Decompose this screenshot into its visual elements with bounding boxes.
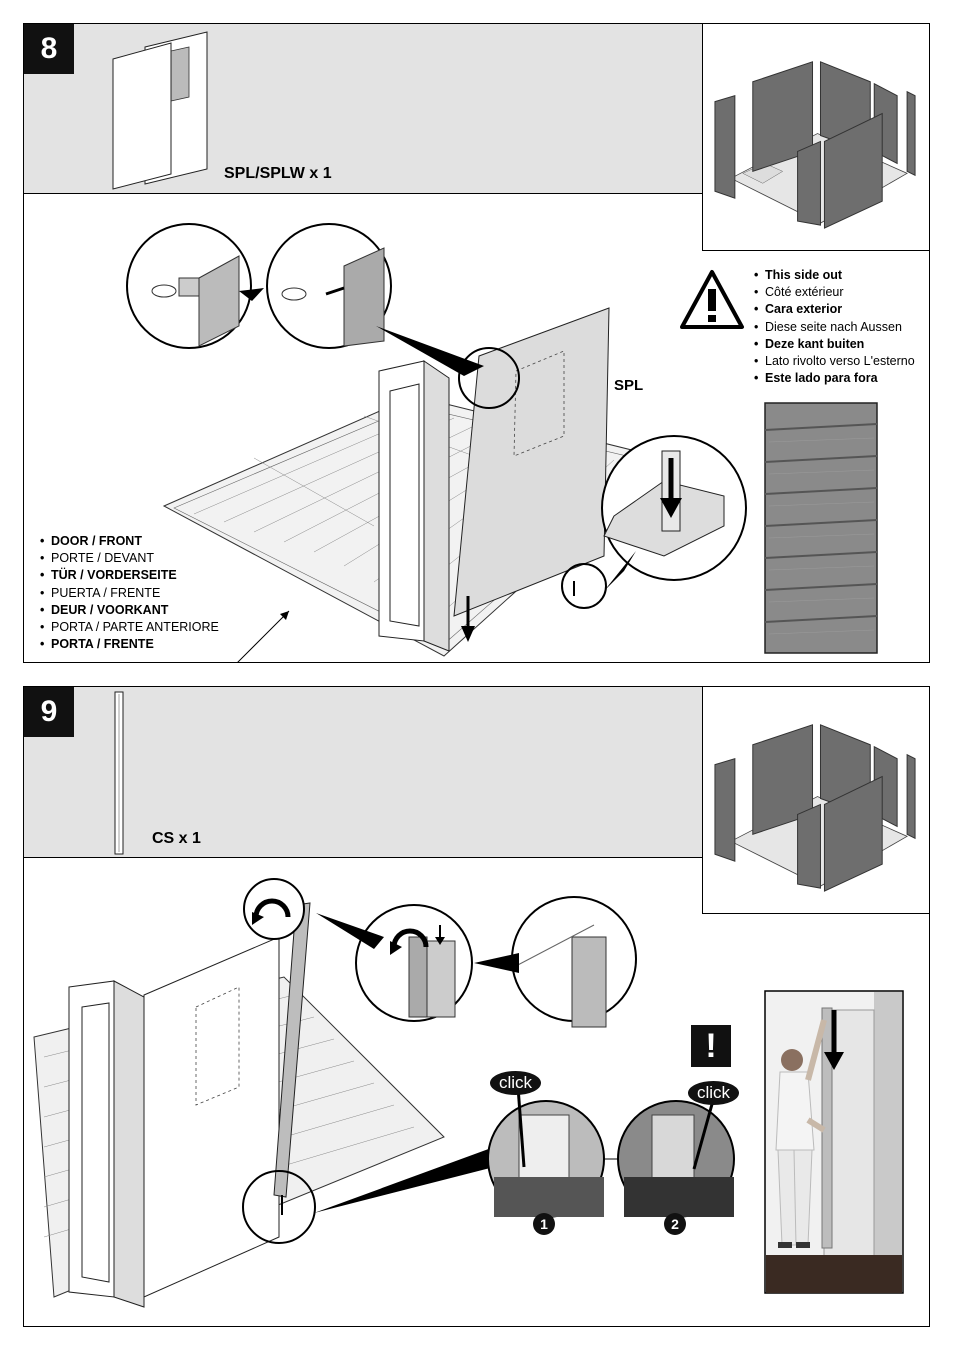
step-9-number: 9 (24, 687, 74, 737)
this-side-out-list: This side outCôté extérieurCara exterior… (754, 267, 915, 388)
detail-number-2: 2 (664, 1213, 686, 1235)
warning-text-item: Lato rivolto verso L'esterno (754, 353, 915, 370)
installation-photo (764, 990, 904, 1294)
door-front-text-item: PORTE / DEVANT (40, 550, 219, 567)
door-front-text-item: PORTA / PARTE ANTERIORE (40, 619, 219, 636)
warning-text-item: Deze kant buiten (754, 336, 915, 353)
warning-text-item: Cara exterior (754, 301, 915, 318)
step-8-number: 8 (24, 24, 74, 74)
step-9-overview-thumbnail (702, 687, 929, 914)
step-8-overview-thumbnail (702, 24, 929, 251)
step-8-panel: 8 SPL/SPLW x 1 This side outCôté extérie… (23, 23, 930, 663)
step-8-part-label: SPL/SPLW x 1 (224, 165, 332, 182)
warning-text-item: Este lado para fora (754, 370, 915, 387)
cs-connector-part-illustration (114, 691, 124, 855)
door-front-list: DOOR / FRONTPORTE / DEVANTTÜR / VORDERSE… (40, 533, 219, 654)
click-label-2: click (688, 1081, 740, 1105)
spl-panel-part-illustration (112, 31, 208, 190)
warning-triangle-icon (680, 270, 744, 329)
warning-text-item: Côté extérieur (754, 284, 915, 301)
spl-label: SPL (614, 377, 644, 394)
detail-number-1: 1 (533, 1213, 555, 1235)
exterior-wood-texture-sample (764, 402, 878, 654)
shed-progress-illustration (714, 61, 916, 229)
door-front-text-item: PORTA / FRENTE (40, 636, 219, 653)
door-front-text-item: DOOR / FRONT (40, 533, 219, 550)
door-front-text-item: TÜR / VORDERSEITE (40, 567, 219, 584)
door-front-text-item: PUERTA / FRENTE (40, 585, 219, 602)
warning-text-item: This side out (754, 267, 915, 284)
warning-text-item: Diese seite nach Aussen (754, 319, 915, 336)
step-9-part-label: CS x 1 (152, 830, 201, 847)
shed-progress-illustration (714, 724, 916, 892)
step-9-header: 9 CS x 1 (24, 687, 704, 858)
click-label-1: click (490, 1071, 542, 1095)
attention-icon: ! (691, 1025, 731, 1067)
step-9-panel: 9 CS x 1 (23, 686, 930, 1327)
door-front-text-item: DEUR / VOORKANT (40, 602, 219, 619)
step-8-header: 8 SPL/SPLW x 1 (24, 24, 704, 194)
step-9-main-illustration (33, 878, 735, 1308)
step-8-main-illustration (126, 223, 747, 662)
